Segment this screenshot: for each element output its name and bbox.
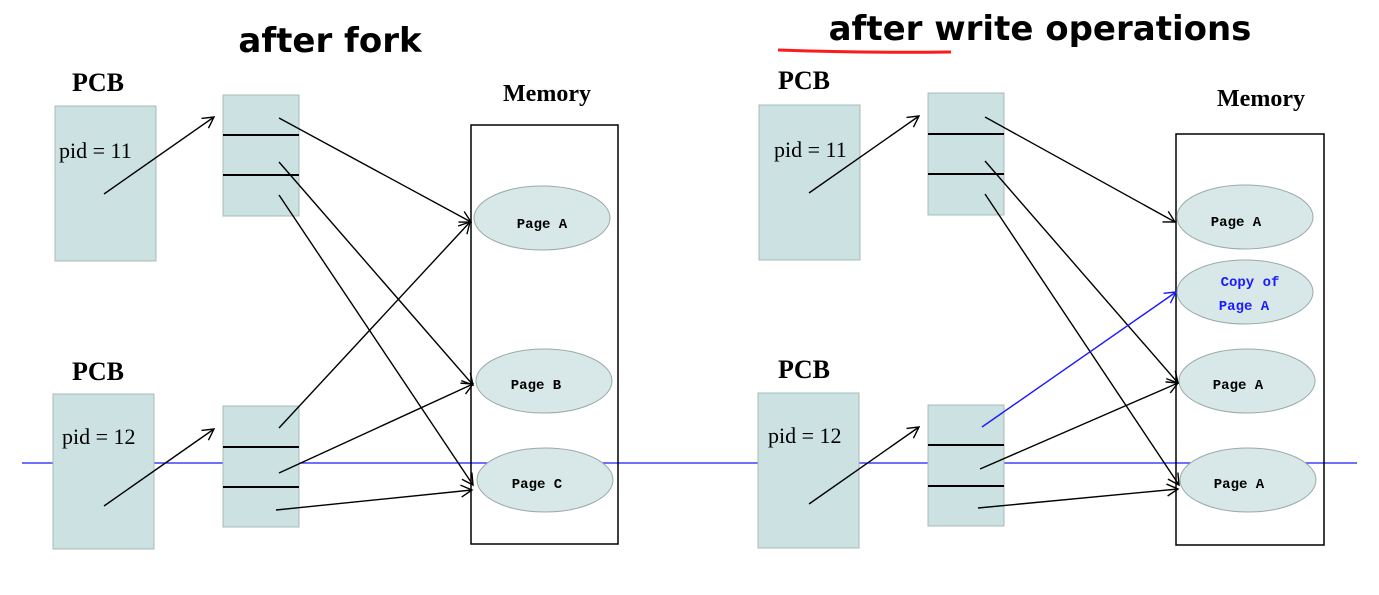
memory-page — [1178, 348, 1316, 414]
pcb-to-page-table-arrow — [808, 115, 921, 194]
pid-label: pid = 11 — [774, 137, 847, 162]
copy-page-mapping-arrow — [981, 291, 1178, 428]
page-mapping-arrow — [979, 381, 1180, 470]
pcb-box-child — [757, 392, 860, 549]
pcb-box-parent — [54, 105, 157, 262]
page-table-child — [927, 404, 1005, 527]
page-mapping-arrow — [278, 117, 473, 223]
panel-after-fork: after fork PCB pid = 11 PCB pid = 12 Mem… — [52, 21, 619, 550]
memory-page — [476, 447, 614, 513]
memory-page-label: Page A — [1213, 378, 1264, 394]
pid-label: pid = 12 — [768, 423, 842, 448]
memory-page-label: Page C — [512, 477, 563, 493]
page-mapping-arrow — [984, 116, 1177, 223]
pcb-to-page-table-arrow — [808, 426, 921, 505]
memory-box — [470, 124, 619, 545]
memory-page-label: Copy of — [1221, 275, 1280, 291]
memory-page — [475, 348, 613, 414]
pcb-label: PCB — [72, 357, 124, 386]
memory-page-label: Page A — [517, 217, 568, 233]
memory-page-label: Page A — [1219, 299, 1270, 315]
pid-label: pid = 11 — [59, 138, 132, 163]
red-underline — [777, 48, 952, 54]
memory-page-label: Page A — [1211, 215, 1262, 231]
panel-title: after write operations — [829, 9, 1252, 49]
page-mapping-arrow — [278, 382, 475, 474]
page-mapping-arrow — [278, 161, 474, 387]
memory-label: Memory — [1217, 86, 1305, 112]
pcb-label: PCB — [72, 68, 124, 97]
page-table-child — [222, 405, 300, 528]
memory-box — [1175, 133, 1325, 546]
page-mapping-arrow — [278, 194, 474, 487]
pcb-box-child — [52, 393, 155, 550]
pcb-box-parent — [758, 104, 861, 261]
memory-page-label: Page A — [1214, 477, 1265, 493]
pcb-to-page-table-arrow — [103, 116, 216, 195]
page-mapping-arrow — [275, 484, 474, 511]
page-mapping-arrow — [984, 193, 1180, 487]
pcb-label: PCB — [778, 66, 830, 95]
memory-page — [1176, 184, 1314, 250]
memory-label: Memory — [503, 81, 591, 107]
pid-label: pid = 12 — [62, 424, 136, 449]
memory-page — [1179, 447, 1317, 513]
pcb-label: PCB — [778, 355, 830, 384]
panel-after-write: after write operations PCB pid = 11 PCB … — [757, 9, 1325, 549]
page-mapping-arrow — [977, 483, 1180, 509]
memory-page-label: Page B — [511, 378, 562, 394]
panel-title: after fork — [238, 21, 423, 61]
page-mapping-arrow — [984, 160, 1179, 385]
pcb-to-page-table-arrow — [103, 428, 216, 507]
page-mapping-arrow — [278, 220, 471, 429]
page-table-parent — [222, 94, 300, 217]
memory-page — [473, 185, 611, 251]
page-table-parent — [927, 92, 1005, 216]
